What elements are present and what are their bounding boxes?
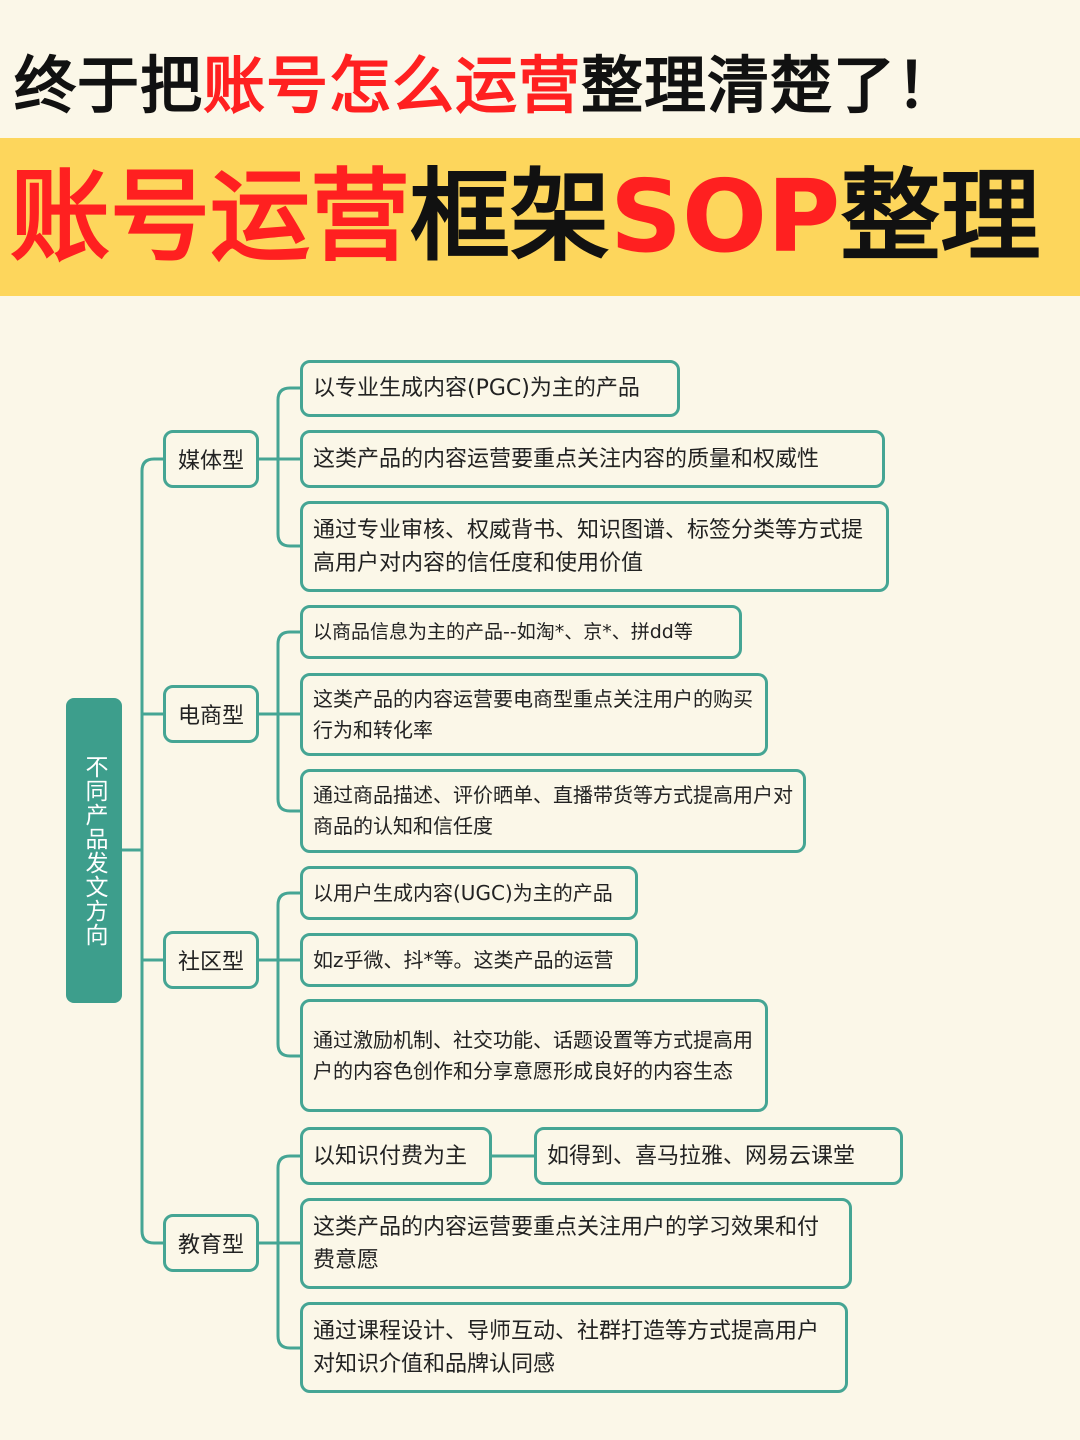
leaf-community-1: 以用户生成内容(UGC)为主的产品 [300, 866, 638, 920]
leaf-media-2-text: 这类产品的内容运营要重点关注内容的质量和权威性 [313, 446, 820, 472]
leaf-media-1: 以专业生成内容(PGC)为主的产品 [300, 360, 680, 417]
leaf-community-1-text: 以用户生成内容(UGC)为主的产品 [313, 880, 613, 905]
connector-media-leaves [276, 386, 302, 548]
banner-highlight-2: SOP [610, 158, 841, 275]
leaf-media-1-text: 以专业生成内容(PGC)为主的产品 [313, 376, 640, 401]
title-banner: 账号运营框架SOP整理 [0, 138, 1080, 296]
title-highlight: 账号怎么运营 [203, 49, 582, 122]
branch-community-label: 社区型 [177, 950, 244, 975]
branch-ecommerce: 电商型 [163, 685, 259, 743]
leaf-ecommerce-2: 这类产品的内容运营要电商型重点关注用户的购买行为和转化率 [300, 673, 768, 756]
leaf-education-1-child-text: 如得到、喜马拉雅、网易云课堂 [547, 1143, 856, 1169]
connector-community-leaves [276, 891, 302, 1058]
banner-text-1: 框架 [410, 158, 610, 275]
branch-education: 教育型 [163, 1214, 259, 1272]
connector-root-media [140, 457, 165, 1245]
leaf-media-3: 通过专业审核、权威背书、知识图谱、标签分类等方式提高用户对内容的信任度和使用价值 [300, 501, 889, 592]
leaf-community-3: 通过激励机制、社交功能、话题设置等方式提高用户的内容色创作和分享意愿形成良好的内… [300, 999, 768, 1112]
leaf-ecommerce-3-text: 通过商品描述、评价晒单、直播带货等方式提高用户对商品的认知和信任度 [313, 783, 793, 838]
root-label: 不同产品发文方向 [81, 754, 107, 947]
leaf-education-3-text: 通过课程设计、导师互动、社群打造等方式提高用户对知识介值和品牌认同感 [313, 1318, 820, 1377]
leaf-education-1: 以知识付费为主 [300, 1127, 492, 1185]
leaf-ecommerce-1: 以商品信息为主的产品--如淘*、京*、拼dd等 [300, 605, 742, 659]
leaf-education-2-text: 这类产品的内容运营要重点关注用户的学习效果和付费意愿 [313, 1214, 820, 1273]
leaf-ecommerce-2-text: 这类产品的内容运营要电商型重点关注用户的购买行为和转化率 [313, 686, 753, 742]
connector-education-leaves [276, 1154, 302, 1350]
banner-title: 账号运营框架SOP整理 [10, 138, 1040, 296]
title-text-1: 终于把 [14, 49, 204, 122]
branch-media: 媒体型 [163, 430, 259, 488]
leaf-ecommerce-3: 通过商品描述、评价晒单、直播带货等方式提高用户对商品的认知和信任度 [300, 769, 806, 853]
branch-media-label: 媒体型 [177, 449, 244, 474]
leaf-education-2: 这类产品的内容运营要重点关注用户的学习效果和付费意愿 [300, 1198, 852, 1289]
connector-ecommerce-leaves [276, 630, 302, 813]
leaf-community-2-text: 如z乎微、抖*等。这类产品的运营 [313, 947, 614, 972]
banner-text-2: 整理 [840, 158, 1041, 275]
leaf-ecommerce-1-text: 以商品信息为主的产品--如淘*、京*、拼dd等 [313, 621, 693, 643]
leaf-education-1-child: 如得到、喜马拉雅、网易云课堂 [534, 1127, 903, 1185]
branch-ecommerce-label: 电商型 [177, 704, 244, 729]
leaf-community-3-text: 通过激励机制、社交功能、话题设置等方式提高用户的内容色创作和分享意愿形成良好的内… [313, 1027, 753, 1083]
leaf-community-2: 如z乎微、抖*等。这类产品的运营 [300, 933, 638, 987]
branch-education-label: 教育型 [177, 1233, 244, 1258]
page-title: 终于把账号怎么运营整理清楚了！ [14, 44, 959, 128]
leaf-education-1-text: 以知识付费为主 [313, 1143, 468, 1169]
leaf-education-3: 通过课程设计、导师互动、社群打造等方式提高用户对知识介值和品牌认同感 [300, 1302, 848, 1393]
title-text-2: 整理清楚了！ [581, 49, 960, 122]
branch-community: 社区型 [163, 931, 259, 989]
leaf-media-3-text: 通过专业审核、权威背书、知识图谱、标签分类等方式提高用户对内容的信任度和使用价值 [313, 517, 864, 576]
leaf-media-2: 这类产品的内容运营要重点关注内容的质量和权威性 [300, 430, 885, 488]
mindmap-root: 不同产品发文方向 [66, 698, 122, 1003]
banner-highlight-1: 账号运营 [10, 158, 410, 275]
